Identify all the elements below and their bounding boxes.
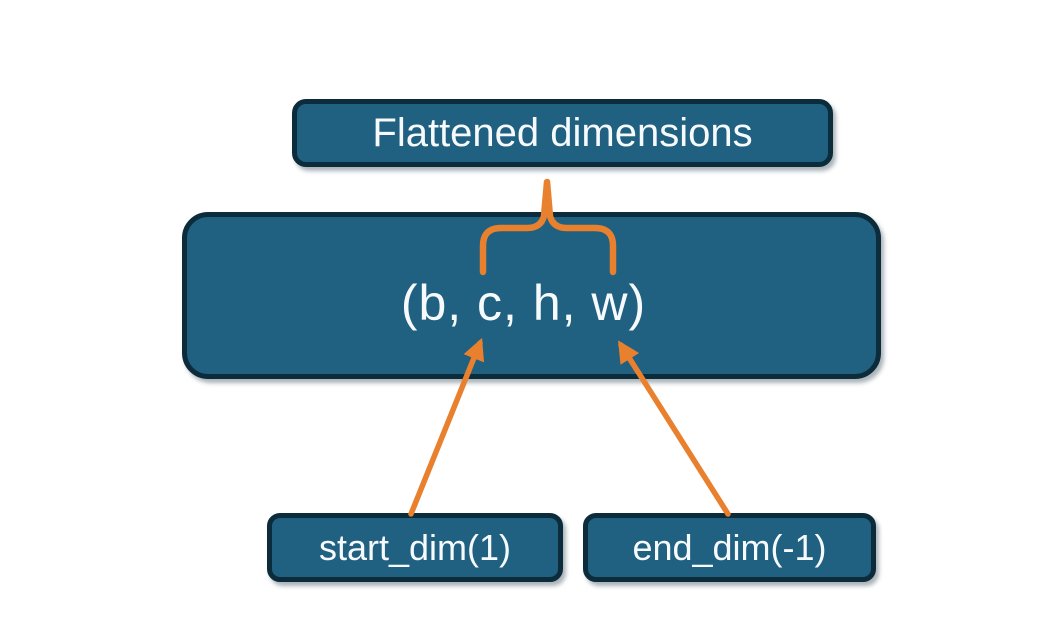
flattened-dimensions-label: Flattened dimensions bbox=[372, 110, 753, 155]
start-dim-label: start_dim(1) bbox=[318, 526, 512, 568]
end-dim-box: end_dim(-1) bbox=[583, 513, 876, 582]
tensor-shape-label: (b, c, h, w) bbox=[400, 274, 647, 331]
end-dim-label: end_dim(-1) bbox=[632, 526, 827, 568]
start-dim-box: start_dim(1) bbox=[267, 513, 563, 582]
flattened-dimensions-box: Flattened dimensions bbox=[292, 99, 833, 167]
tensor-shape-box: (b, c, h, w) bbox=[182, 212, 881, 379]
